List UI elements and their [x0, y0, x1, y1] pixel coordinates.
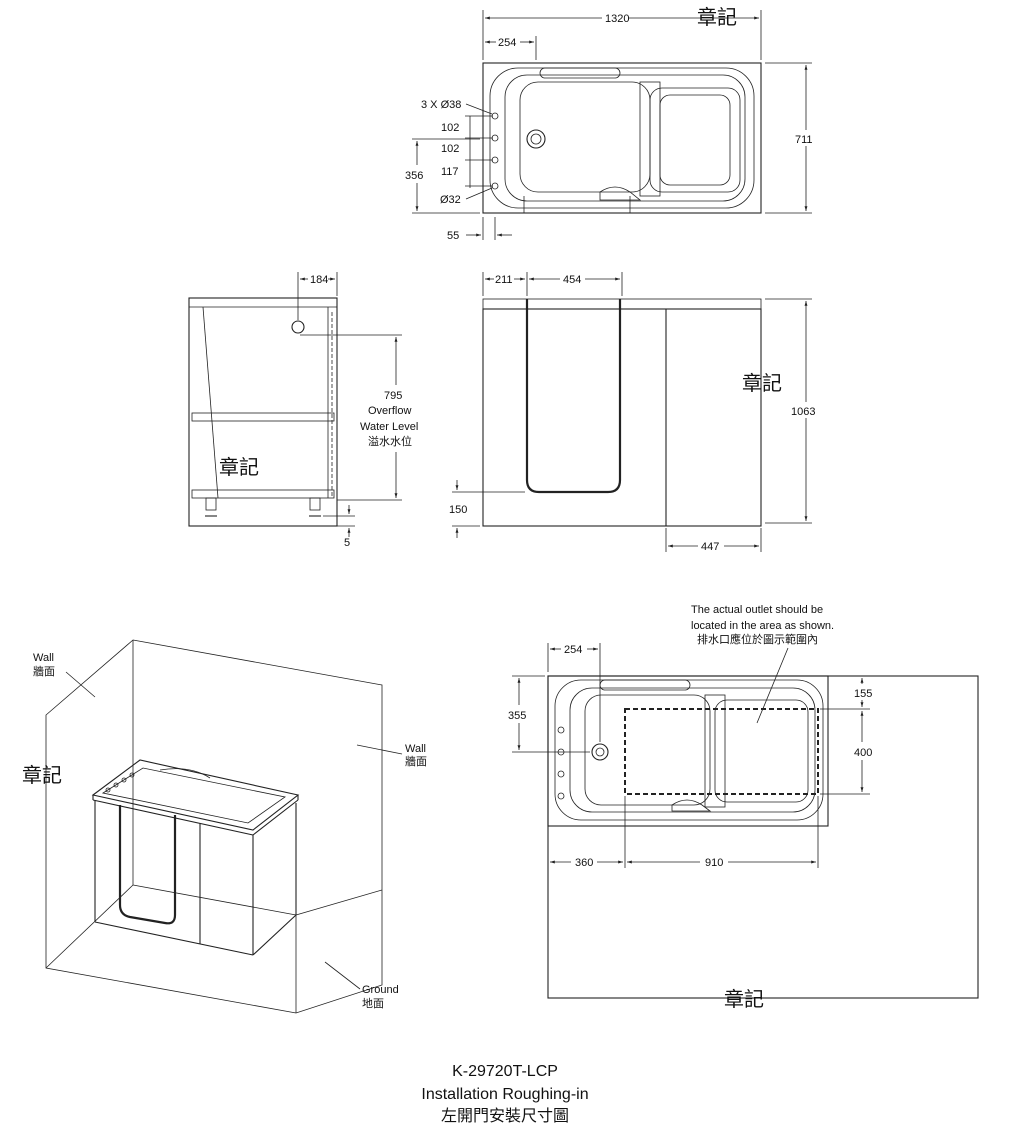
- drain-circle: [526, 129, 546, 149]
- iso-door-outline: [118, 805, 177, 925]
- outlet-view: The actual outlet should be located in t…: [508, 604, 979, 1011]
- dim-5: 5: [344, 537, 350, 549]
- outlet-note-cjk: 排水口應位於圖示範圍內: [697, 632, 818, 646]
- wall-right-en: Wall: [405, 743, 426, 755]
- side-view: 184 795 Overflow Water Level 溢水水位 5 章記: [188, 272, 418, 549]
- title-model: K-29720T-LCP: [452, 1063, 558, 1080]
- dim-356: 356: [405, 170, 423, 182]
- title-block: K-29720T-LCP Installation Roughing-in 左開…: [421, 1063, 588, 1125]
- watermark-4: 章記: [22, 763, 62, 787]
- dim-360: 360: [575, 857, 593, 869]
- wall-left-en: Wall: [33, 652, 54, 664]
- watermark-5: 章記: [724, 987, 764, 1011]
- dim-155: 155: [854, 688, 872, 700]
- door-outline: [525, 299, 622, 494]
- dim-355: 355: [508, 710, 526, 722]
- dim-447: 447: [701, 541, 719, 553]
- dim-711: 711: [795, 134, 813, 146]
- front-view-outline: [482, 308, 762, 527]
- watermark-2: 章記: [219, 455, 259, 479]
- dim-1063: 1063: [791, 406, 815, 418]
- floor-outline: [547, 675, 979, 999]
- outlet-note-line1: The actual outlet should be: [691, 604, 823, 616]
- dim-454: 454: [563, 274, 581, 286]
- front-view: 211 454 1063 150 447 章記: [449, 272, 815, 553]
- dim-254-top: 254: [498, 37, 516, 49]
- title-subtitle-cjk: 左開門安裝尺寸圖: [441, 1106, 569, 1125]
- dim-117: 117: [441, 166, 459, 178]
- top-view-outline: [482, 62, 762, 214]
- iso-view: Wall 牆面 Wall 牆面 Ground 地面 章記: [22, 639, 427, 1014]
- side-view-outline: [188, 297, 338, 527]
- overflow-cjk: 溢水水位: [368, 434, 412, 448]
- overflow-line1: Overflow: [368, 405, 411, 417]
- dim-184: 184: [310, 274, 328, 286]
- ground-en: Ground: [362, 984, 399, 996]
- dim-1320: 1320: [605, 13, 629, 25]
- dim-102-b: 102: [441, 143, 459, 155]
- ground-cjk: 地面: [362, 997, 384, 1010]
- wall-right-cjk: 牆面: [405, 754, 427, 768]
- dim-400: 400: [854, 747, 872, 759]
- dim-254-outlet: 254: [564, 644, 582, 656]
- top-view: 1320 254 711 3 X Ø38 102 102 117 356 Ø32: [405, 5, 813, 242]
- overflow-value: 795: [384, 390, 402, 402]
- watermark-1: 章記: [697, 5, 737, 29]
- watermark-3: 章記: [742, 371, 782, 395]
- label-holes: 3 X Ø38: [421, 99, 461, 111]
- outlet-area: [624, 708, 819, 795]
- dim-150: 150: [449, 504, 467, 516]
- outlet-note-line2: located in the area as shown.: [691, 620, 834, 632]
- dim-55: 55: [447, 230, 459, 242]
- title-subtitle: Installation Roughing-in: [421, 1086, 588, 1103]
- label-drain-32: Ø32: [440, 194, 461, 206]
- dim-211: 211: [495, 274, 513, 286]
- dim-910: 910: [705, 857, 723, 869]
- overflow-line2: Water Level: [360, 421, 418, 433]
- wall-left-cjk: 牆面: [33, 664, 55, 678]
- dim-102-a: 102: [441, 122, 459, 134]
